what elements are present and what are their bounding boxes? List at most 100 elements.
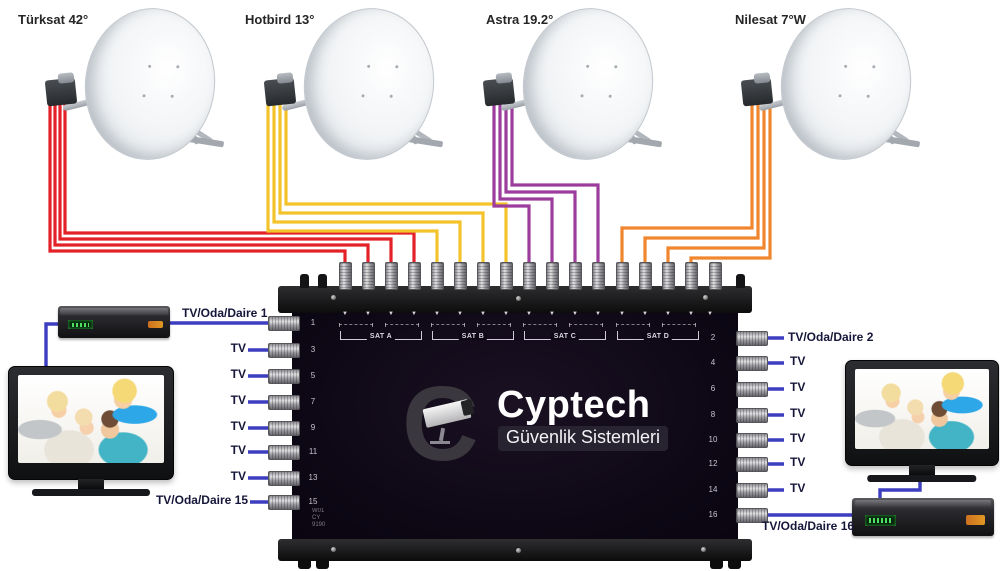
input-arrow-marking: ▼ xyxy=(526,311,532,317)
subscriber-output-connector xyxy=(736,508,768,523)
subscriber-output-connector xyxy=(268,343,300,358)
satellite-receiver-left xyxy=(58,306,170,338)
sat-input-connector xyxy=(477,262,490,290)
input-arrow-marking: ▼ xyxy=(365,311,371,317)
subscriber-output-connector xyxy=(268,395,300,410)
sat-group-label: SAT C xyxy=(550,333,580,340)
polarity-pair-marking xyxy=(523,323,557,327)
lnb-cap xyxy=(276,72,294,84)
polarity-pair-marking xyxy=(385,323,419,327)
sat-group-label: SAT D xyxy=(643,333,673,340)
model-text: W01 CY 9190 xyxy=(312,508,325,529)
port-label: TV xyxy=(790,380,806,394)
port-number: 12 xyxy=(708,459,718,468)
satellite-receiver-right xyxy=(852,498,994,536)
sat-input-connector xyxy=(431,262,444,290)
sat-input-connector xyxy=(569,262,582,290)
sat-input-connector xyxy=(616,262,629,290)
port-label: TV/Oda/Daire 2 xyxy=(788,330,874,344)
sat-input-connector xyxy=(500,262,513,290)
port-number: 7 xyxy=(310,397,316,406)
port-number: 6 xyxy=(710,384,716,393)
turksat-cable-bundle xyxy=(48,95,416,272)
subscriber-output-connector xyxy=(268,445,300,460)
brand-name: Cyptech xyxy=(497,384,651,426)
receiver-display xyxy=(68,320,93,330)
subscriber-output-connector xyxy=(268,471,300,486)
lnb-cap xyxy=(57,72,75,84)
port-label: TV xyxy=(230,419,246,433)
sat-input-connector xyxy=(454,262,467,290)
input-arrow-marking: ▼ xyxy=(388,311,394,317)
port-label: TV xyxy=(790,455,806,469)
lnb-cap xyxy=(495,72,513,84)
port-label: TV xyxy=(790,354,806,368)
subscriber-output-connector xyxy=(268,369,300,384)
port-number: 2 xyxy=(710,333,716,342)
input-arrow-marking: ▼ xyxy=(411,311,417,317)
port-number: 15 xyxy=(308,497,318,506)
port-number: 5 xyxy=(310,371,316,380)
receiver-display xyxy=(864,515,896,526)
input-arrow-marking: ▼ xyxy=(619,311,625,317)
brand-subtitle: Güvenlik Sistemleri xyxy=(498,426,669,451)
satellite-dish-nilesat xyxy=(726,0,956,170)
port-number: 8 xyxy=(710,410,716,419)
port-label: TV/Oda/Daire 16 xyxy=(762,519,855,533)
subscriber-output-connector xyxy=(736,433,768,448)
cctv-camera-base xyxy=(430,441,450,444)
tv-screen-family-photo xyxy=(855,369,989,449)
port-number: 9 xyxy=(310,423,316,432)
port-number: 1 xyxy=(310,318,316,327)
subscriber-output-connector xyxy=(268,495,300,510)
tv-right xyxy=(845,360,999,482)
multiswitch-foot xyxy=(316,560,329,569)
input-arrow-marking: ▼ xyxy=(572,311,578,317)
subscriber-output-connector xyxy=(736,356,768,371)
dish-label-nilesat: Nilesat 7°W xyxy=(735,12,806,27)
port-number: 10 xyxy=(708,435,718,444)
nilesat-cable-bundle xyxy=(620,95,772,272)
port-number: 14 xyxy=(708,485,718,494)
input-arrow-marking: ▼ xyxy=(503,311,509,317)
port-label: TV xyxy=(790,431,806,445)
input-arrow-marking: ▼ xyxy=(665,311,671,317)
input-arrow-marking: ▼ xyxy=(642,311,648,317)
polarity-pair-marking xyxy=(477,323,511,327)
receiver-accent xyxy=(147,320,164,329)
subscriber-output-connector xyxy=(268,421,300,436)
multiswitch-foot xyxy=(710,560,723,569)
polarity-pair-marking xyxy=(569,323,603,327)
polarity-pair-marking xyxy=(662,323,696,327)
port-label: TV xyxy=(790,406,806,420)
input-arrow-marking: ▼ xyxy=(688,311,694,317)
sat-input-connector xyxy=(546,262,559,290)
hotbird-cable-bundle xyxy=(266,95,508,272)
model-line1: W01 xyxy=(312,508,325,514)
sat-group-label: SAT B xyxy=(458,333,488,340)
sat-input-connector xyxy=(362,262,375,290)
tv-stand-base xyxy=(867,475,977,482)
sat-input-connector xyxy=(685,262,698,290)
port-number: 3 xyxy=(310,345,316,354)
port-number: 13 xyxy=(308,473,318,482)
port-number: 11 xyxy=(308,447,318,456)
top-knob xyxy=(318,274,327,288)
tv-stand-neck xyxy=(78,479,104,489)
sat-group-bracket: SAT D xyxy=(617,331,699,340)
satellite-dish-hotbird xyxy=(249,0,479,170)
tv-screen-family-photo xyxy=(18,375,164,463)
top-knob xyxy=(300,274,309,288)
tv-stand-neck xyxy=(909,465,935,475)
port-label: TV xyxy=(790,481,806,495)
port-label: TV xyxy=(230,469,246,483)
sat-input-connector xyxy=(523,262,536,290)
input-arrow-marking: ▼ xyxy=(457,311,463,317)
subscriber-output-connector xyxy=(736,408,768,423)
subscriber-output-connector xyxy=(736,331,768,346)
input-arrow-marking: ▼ xyxy=(595,311,601,317)
polarity-pair-marking xyxy=(616,323,650,327)
subscriber-output-connector xyxy=(736,483,768,498)
multiswitch-top-rail xyxy=(278,286,752,313)
